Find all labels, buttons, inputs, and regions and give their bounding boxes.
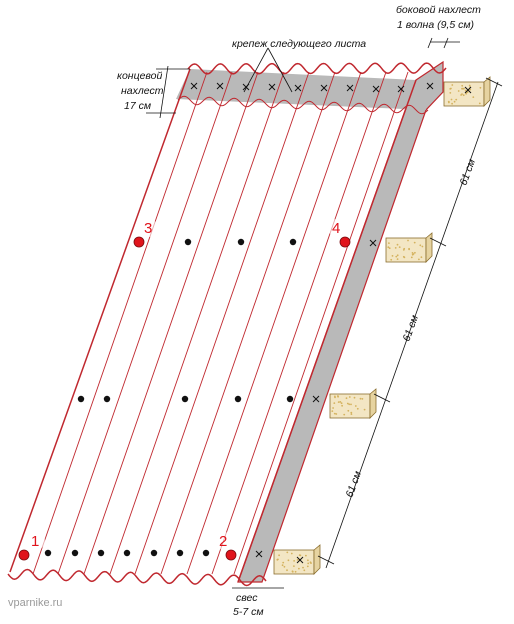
fastener-dot xyxy=(289,238,297,246)
end-overlap-label-line2: нахлест xyxy=(121,85,164,97)
dimension-lines xyxy=(146,37,503,589)
batten-1 xyxy=(443,76,491,107)
fastener-dot xyxy=(77,395,85,403)
cross-mark xyxy=(294,84,302,92)
cross-mark xyxy=(296,556,304,564)
fastener-dot xyxy=(44,549,52,557)
top-wave-edge xyxy=(187,62,447,75)
corrugation-line xyxy=(32,71,208,575)
cross-mark xyxy=(426,82,434,90)
batten-texture xyxy=(276,84,482,573)
corrugation-line xyxy=(186,71,362,575)
corrugation-line xyxy=(233,71,409,575)
corrugation-lines xyxy=(32,71,409,575)
spacing-label-2: 61 см xyxy=(401,314,422,344)
marker-number: 3 xyxy=(144,220,152,237)
cross-mark xyxy=(216,82,224,90)
marker-4: 4 xyxy=(328,219,351,248)
marker-number: 2 xyxy=(219,533,227,550)
batten-2 xyxy=(385,232,433,263)
end-overlap-label-line3: 17 см xyxy=(124,100,151,112)
cross-mark xyxy=(346,84,354,92)
spacing-label-1: 61 см xyxy=(458,158,479,188)
fastener-dot xyxy=(184,238,192,246)
marker-dot xyxy=(133,236,145,248)
watermark: vparnike.ru xyxy=(8,597,62,609)
cross-mark xyxy=(268,83,276,91)
sheet-left-edge xyxy=(9,68,191,573)
eave-label-line2: 5-7 см xyxy=(233,606,264,618)
fastener-dot xyxy=(71,549,79,557)
fastener-dot xyxy=(202,549,210,557)
end-overlap-label-line1: концевой xyxy=(117,70,163,82)
cross-mark xyxy=(372,85,380,93)
fastener-dot xyxy=(123,549,131,557)
corrugation-line xyxy=(109,71,285,575)
marker-2: 2 xyxy=(215,532,237,561)
fastener-points xyxy=(44,238,297,557)
fastener-dot xyxy=(103,395,111,403)
marker-1: 1 xyxy=(18,532,45,561)
corrugation-line xyxy=(134,71,310,575)
corrugation-line xyxy=(57,71,233,575)
cross-mark xyxy=(464,86,472,94)
next-sheet-fastening-label: крепеж следующего листа xyxy=(232,38,366,50)
fastener-dot xyxy=(181,395,189,403)
end-overlap-strip xyxy=(176,69,426,110)
bottom-wave-edge xyxy=(7,568,267,587)
fastener-dot xyxy=(176,549,184,557)
cross-mark xyxy=(397,85,405,93)
battens-layer xyxy=(273,76,491,575)
cross-mark xyxy=(255,550,263,558)
marker-3: 3 xyxy=(133,219,158,248)
fastener-cross-marks xyxy=(190,82,472,564)
corrugation-line xyxy=(211,71,387,575)
cross-mark xyxy=(312,395,320,403)
fastener-dot xyxy=(97,549,105,557)
fastener-dot xyxy=(234,395,242,403)
spacing-label-3: 61 см xyxy=(344,470,365,500)
fastener-dot xyxy=(150,549,158,557)
side-overlap-label-line1: боковой нахлест xyxy=(396,4,481,16)
eave-label-line1: свес xyxy=(236,592,258,604)
cross-mark xyxy=(190,82,198,90)
batten-3 xyxy=(329,388,377,419)
top-wave-lower-edge xyxy=(177,95,429,115)
fastener-dot xyxy=(286,395,294,403)
marker-dot xyxy=(339,236,351,248)
side-overlap-label-line2: 1 волна (9,5 см) xyxy=(397,19,474,31)
marker-dot xyxy=(18,549,30,561)
marker-number: 4 xyxy=(332,220,340,237)
cross-mark xyxy=(320,84,328,92)
fastener-dot xyxy=(237,238,245,246)
sheet-right-edge xyxy=(237,79,417,583)
corrugation-line xyxy=(160,71,336,575)
marker-dot xyxy=(225,549,237,561)
fastening-order-markers: 1 2 3 4 xyxy=(18,219,351,561)
corrugation-line xyxy=(83,71,259,575)
marker-number: 1 xyxy=(31,533,39,550)
batten-4 xyxy=(273,544,321,575)
cross-mark xyxy=(369,239,377,247)
